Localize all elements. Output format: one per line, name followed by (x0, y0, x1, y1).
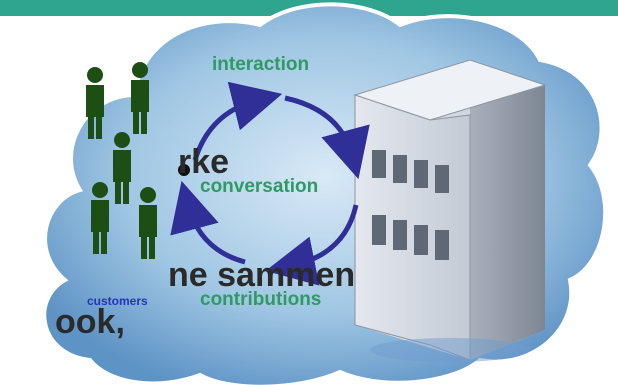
conversation-label: conversation (200, 176, 318, 197)
interaction-label: interaction (212, 54, 309, 75)
slide-text-line-3: ook, (55, 303, 125, 341)
customers-label: customers (87, 294, 148, 308)
arrow-top-right (284, 95, 370, 180)
contributions-label: contributions (200, 289, 321, 310)
cycle-start-dot (178, 164, 190, 176)
arrow-top-left (192, 81, 283, 161)
slide-text-line-2: ne sammen (168, 256, 356, 294)
person-figure (86, 67, 104, 139)
person-figure (91, 182, 109, 254)
building-icon (353, 59, 547, 362)
arrow-bottom-right (265, 204, 359, 286)
arrow-bottom-left (170, 180, 246, 265)
person-figure (139, 187, 157, 259)
customers-people-icon (86, 62, 157, 259)
person-figure (131, 62, 149, 134)
cycle-arrows (170, 81, 370, 286)
slide-text-line-1: rke (178, 143, 230, 181)
person-figure (113, 132, 131, 204)
